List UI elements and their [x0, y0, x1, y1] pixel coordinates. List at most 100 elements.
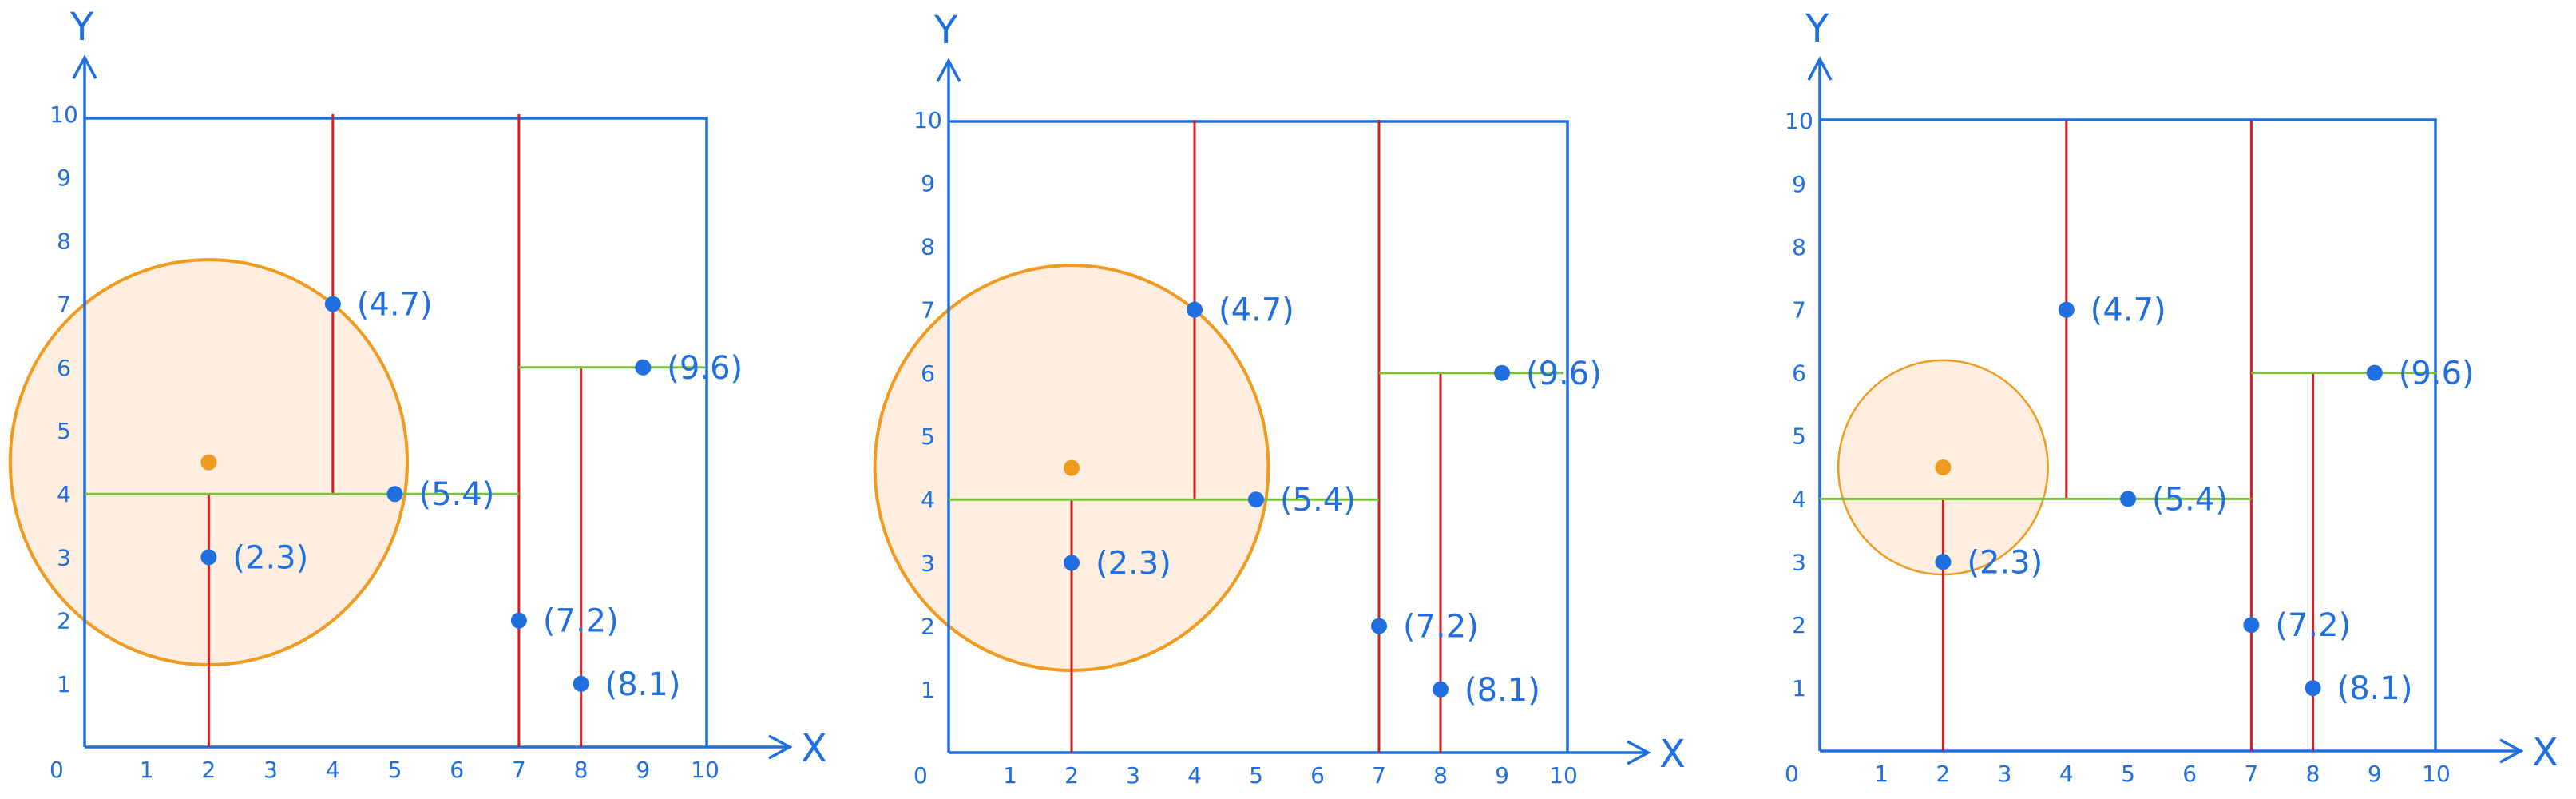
- x-axis-arrow-icon: [768, 734, 793, 760]
- y-tick-label: 2: [921, 614, 935, 640]
- x-tick-label: 7: [512, 757, 526, 783]
- y-tick-label: 6: [1792, 360, 1806, 387]
- x-tick-label: 1: [140, 757, 154, 783]
- y-tick-label: 8: [1792, 234, 1806, 260]
- data-point: [1187, 301, 1203, 318]
- x-tick-label: 9: [1495, 762, 1509, 789]
- x-tick-label: 9: [636, 757, 650, 783]
- query-point: [1935, 459, 1952, 475]
- x-axis-label: X: [801, 726, 827, 771]
- y-tick-label: 4: [57, 481, 71, 507]
- y-tick-label: 10: [50, 101, 78, 128]
- data-point: [1064, 555, 1080, 571]
- data-point: [635, 359, 652, 376]
- data-point: [386, 486, 403, 503]
- x-tick-label: 7: [2244, 761, 2258, 787]
- x-tick-label: 5: [388, 757, 402, 783]
- y-tick-label: 2: [57, 608, 71, 634]
- y-tick-label: 9: [57, 165, 71, 191]
- bounding-box: [1820, 118, 2437, 751]
- data-point: [1494, 364, 1510, 381]
- point-label: (5.4): [1280, 482, 1356, 519]
- origin-tick-label: 0: [1785, 761, 1799, 787]
- data-point: [573, 675, 589, 692]
- x-axis-arrow-icon: [2499, 738, 2524, 764]
- y-tick-label: 1: [1792, 675, 1806, 702]
- x-tick-label: 4: [2059, 761, 2074, 787]
- point-label: (9.6): [1526, 356, 1602, 392]
- x-tick-label: 5: [2121, 761, 2135, 787]
- point-label: (2.3): [232, 539, 308, 576]
- point-label: (8.1): [605, 666, 681, 703]
- data-point: [510, 612, 527, 629]
- data-point: [1248, 491, 1264, 508]
- y-tick-label: 5: [57, 418, 71, 444]
- x-tick-label: 6: [2182, 761, 2197, 787]
- y-tick-label: 3: [57, 544, 71, 570]
- data-point: [2058, 301, 2075, 318]
- x-tick-label: 6: [1310, 762, 1325, 789]
- x-axis-arrow-icon: [1627, 740, 1651, 765]
- data-point: [1935, 554, 1952, 570]
- y-tick-label: 4: [921, 487, 935, 513]
- point-label: (7.2): [543, 603, 619, 640]
- y-tick-label: 10: [1785, 108, 1813, 134]
- y-tick-label: 1: [921, 677, 935, 703]
- y-tick-label: 6: [57, 355, 71, 381]
- point-label: (4.7): [357, 287, 433, 324]
- y-tick-label: 7: [921, 297, 935, 324]
- data-point: [324, 296, 341, 312]
- y-tick-label: 8: [57, 228, 71, 254]
- y-tick-label: 3: [921, 550, 935, 576]
- x-tick-label: 10: [2422, 761, 2451, 787]
- data-point: [2366, 364, 2383, 381]
- point-label: (5.4): [419, 476, 495, 513]
- y-tick-label: 7: [57, 292, 71, 318]
- x-tick-label: 4: [326, 757, 340, 783]
- y-tick-label: 7: [1792, 297, 1806, 324]
- query-point: [200, 454, 217, 471]
- y-tick-label: 5: [1792, 423, 1806, 450]
- y-tick-label: 3: [1792, 549, 1806, 575]
- point-label: (2.3): [1967, 544, 2043, 581]
- x-tick-label: 3: [1998, 761, 2012, 787]
- data-point: [2305, 680, 2321, 697]
- y-tick-label: 2: [1792, 612, 1806, 638]
- y-tick-label: 10: [913, 107, 942, 133]
- x-tick-label: 4: [1187, 762, 1202, 789]
- x-tick-label: 1: [1874, 761, 1888, 787]
- y-tick-label: 9: [921, 170, 935, 197]
- origin-tick-label: 0: [913, 762, 928, 789]
- y-tick-label: 8: [921, 233, 935, 260]
- data-point: [1433, 681, 1449, 698]
- origin-tick-label: 0: [50, 757, 64, 783]
- x-tick-label: 1: [1003, 762, 1017, 789]
- x-tick-label: 5: [1249, 762, 1263, 789]
- point-label: (2.3): [1096, 545, 1171, 582]
- bounding-box: [85, 117, 708, 747]
- x-tick-label: 9: [2368, 761, 2382, 787]
- y-tick-label: 4: [1792, 486, 1806, 512]
- x-tick-label: 10: [1549, 762, 1578, 789]
- data-point: [2243, 617, 2260, 634]
- data-point: [200, 549, 217, 566]
- x-tick-label: 6: [450, 757, 464, 783]
- y-axis-arrow-icon: [936, 58, 961, 82]
- point-label: (7.2): [2275, 607, 2351, 644]
- x-tick-label: 10: [691, 757, 719, 783]
- y-tick-label: 5: [921, 423, 935, 450]
- data-point: [2120, 491, 2136, 507]
- point-label: (9.6): [2399, 356, 2475, 392]
- y-axis-label: Y: [933, 8, 958, 53]
- x-tick-label: 3: [264, 757, 278, 783]
- y-tick-label: 6: [921, 360, 935, 387]
- point-label: (5.4): [2152, 481, 2228, 518]
- x-tick-label: 2: [1064, 762, 1079, 789]
- bounding-box: [949, 120, 1569, 753]
- query-point: [1064, 459, 1080, 476]
- x-tick-label: 8: [574, 757, 589, 783]
- x-tick-label: 7: [1372, 762, 1386, 789]
